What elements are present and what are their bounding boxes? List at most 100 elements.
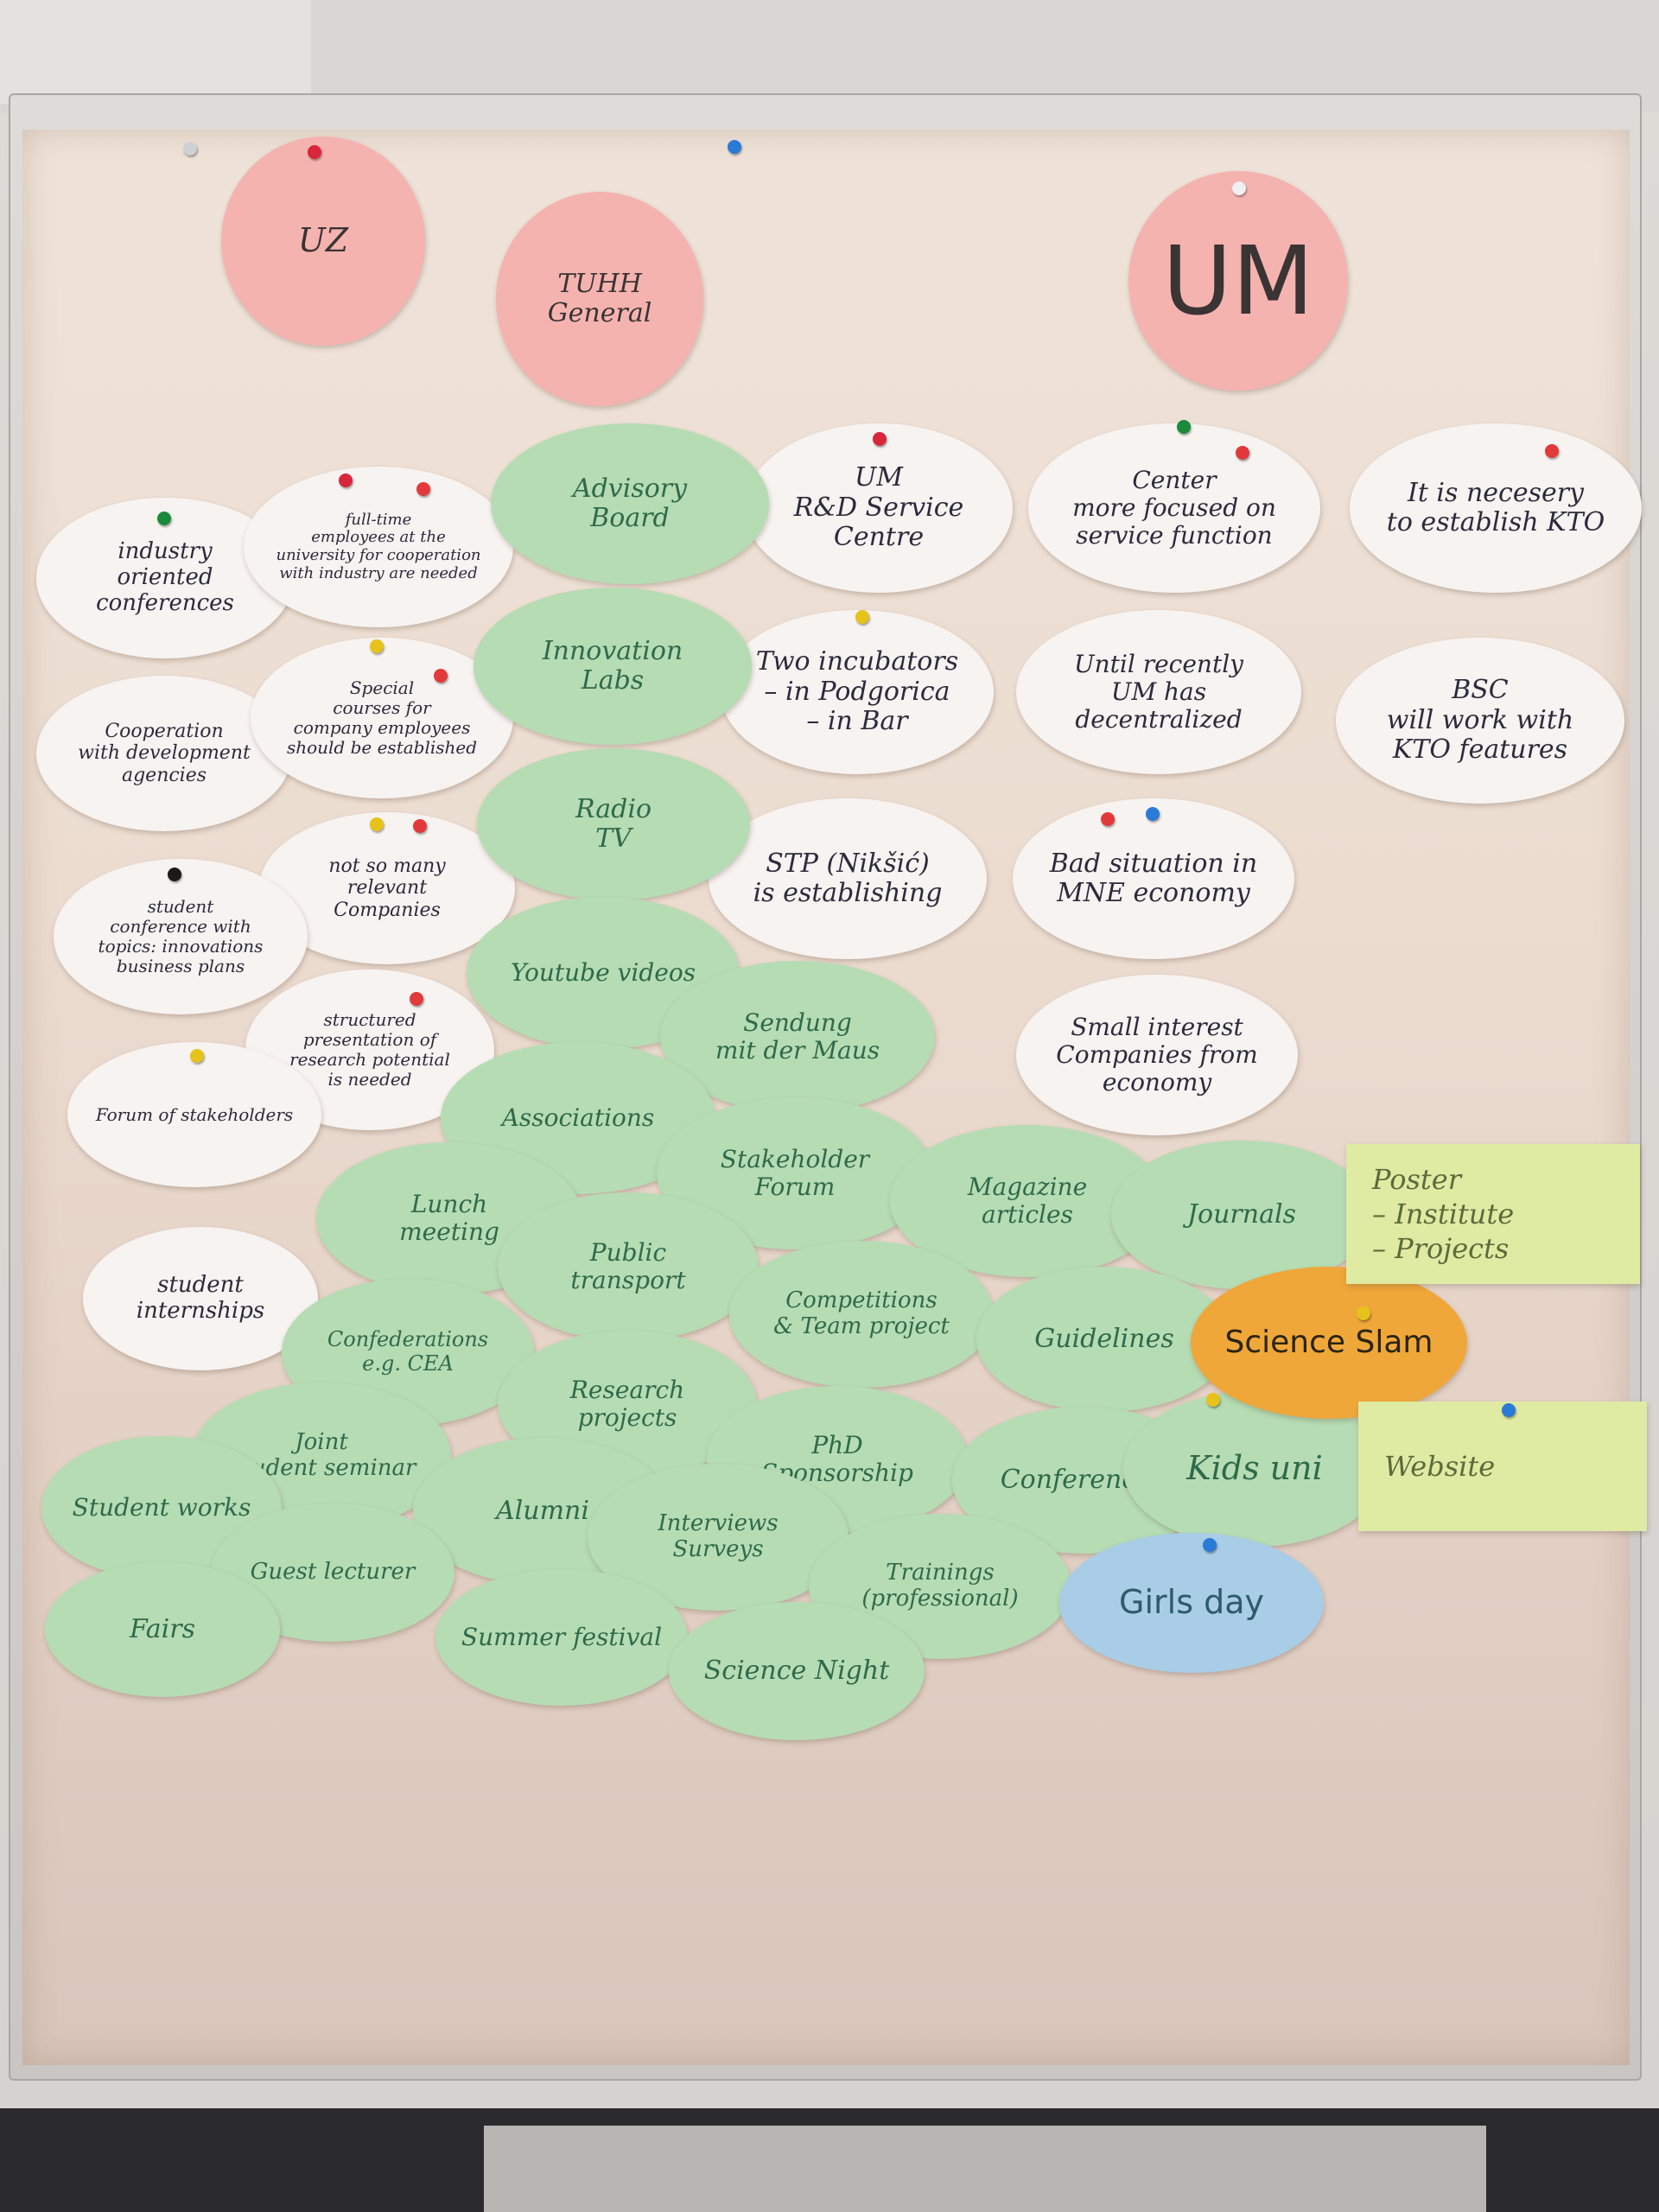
card-text: Bad situation in MNE economy <box>1049 848 1258 908</box>
card-radio-tv: Radio TV <box>477 748 750 900</box>
card-text: Special courses for company employees sh… <box>286 677 478 758</box>
pin-icon <box>413 819 427 833</box>
header-uz: UZ <box>221 137 425 346</box>
card-text: Research projects <box>569 1375 685 1432</box>
card-text: BSC will work with KTO features <box>1386 675 1574 766</box>
card-text: Girls day <box>1119 1583 1264 1622</box>
card-text: Small interest Companies from economy <box>1056 1012 1258 1097</box>
card-text: not so many relevant Companies <box>328 855 446 921</box>
card-text: Competitions & Team project <box>773 1287 950 1339</box>
card-full-time-employees: full-time employees at the university fo… <box>244 467 513 627</box>
card-student-conference: student conference with topics: innovati… <box>54 859 308 1014</box>
pin-icon <box>1101 812 1115 826</box>
pin-icon <box>339 474 353 487</box>
card-text: Forum of stakeholders <box>95 1103 294 1125</box>
pin-icon <box>183 142 197 156</box>
pin-icon <box>434 669 448 683</box>
card-text: STP (Nikšić) is establishing <box>753 848 943 908</box>
card-kids-uni: Kids uni <box>1123 1391 1386 1547</box>
card-public-transport: Public transport <box>498 1192 759 1341</box>
card-text: Summer festival <box>461 1622 663 1651</box>
pin-icon <box>168 868 181 881</box>
card-text: Sendung mit der Maus <box>715 1007 880 1065</box>
floor-reflection <box>484 2126 1486 2212</box>
card-text: Stakeholder Forum <box>720 1144 870 1201</box>
pin-icon <box>1203 1538 1217 1552</box>
header-uz-text: UZ <box>297 221 349 260</box>
card-poster: Poster – Institute – Projects <box>1346 1144 1640 1284</box>
card-girls-day: Girls day <box>1059 1533 1324 1673</box>
card-competitions: Competitions & Team project <box>729 1241 994 1388</box>
card-small-interest: Small interest Companies from economy <box>1016 975 1298 1135</box>
card-student-internships: student internships <box>83 1227 318 1370</box>
pin-icon <box>1206 1393 1220 1407</box>
card-stp: STP (Nikšić) is establishing <box>709 798 987 959</box>
card-text: structured presentation of research pote… <box>289 1009 450 1090</box>
card-text: industry oriented conferences <box>96 538 234 616</box>
card-text: Guest lecturer <box>250 1559 416 1586</box>
card-structured-presentation: structured presentation of research pote… <box>245 969 494 1130</box>
card-text: Fairs <box>130 1613 195 1644</box>
pin-icon <box>1236 446 1249 460</box>
card-text: It is necesery to establish KTO <box>1386 477 1605 537</box>
card-stakeholder-forum: Stakeholder Forum <box>657 1097 933 1249</box>
card-text: Radio TV <box>575 793 652 854</box>
card-text: Youtube videos <box>510 957 696 987</box>
card-text: Poster – Institute – Projects <box>1372 1163 1515 1265</box>
wall-panel <box>0 0 311 104</box>
pin-icon <box>190 1049 204 1063</box>
card-interviews-surveys: Interviews Surveys <box>588 1464 849 1611</box>
card-text: Science Night <box>703 1655 890 1686</box>
pin-icon <box>728 140 741 154</box>
card-incubators: Two incubators – in Podgorica – in Bar <box>721 610 994 774</box>
pin-icon <box>308 145 321 159</box>
card-text: Public transport <box>570 1237 686 1294</box>
card-center-service-function: Center more focused on service function <box>1028 423 1320 593</box>
card-bsc: BSC will work with KTO features <box>1336 638 1624 804</box>
card-guidelines: Guidelines <box>976 1267 1232 1412</box>
header-tuhh: TUHH General <box>496 192 703 406</box>
card-advisory-board: Advisory Board <box>491 423 769 584</box>
card-science-slam: Science Slam <box>1191 1267 1467 1419</box>
pin-icon <box>157 512 171 525</box>
card-text: Two incubators – in Podgorica – in Bar <box>755 646 959 737</box>
pin-icon <box>1502 1403 1516 1417</box>
card-text: Center more focused on service function <box>1072 465 1276 550</box>
card-text: Guidelines <box>1034 1323 1174 1354</box>
card-um-rd-service-centre: UM R&D Service Centre <box>745 423 1013 593</box>
card-science-night: Science Night <box>669 1602 925 1740</box>
card-journals: Journals <box>1111 1141 1372 1289</box>
pin-icon <box>410 992 423 1006</box>
card-text: Journals <box>1187 1198 1296 1230</box>
pin-icon <box>370 639 384 653</box>
card-text: Innovation Labs <box>542 635 683 696</box>
card-sendung-mit-der-maus: Sendung mit der Maus <box>660 961 935 1113</box>
card-youtube-videos: Youtube videos <box>467 897 740 1049</box>
pin-icon <box>1146 807 1160 821</box>
card-text: Alumni <box>496 1495 589 1526</box>
card-text: Advisory Board <box>572 473 688 533</box>
pin-icon <box>873 432 887 446</box>
pin-icon <box>370 817 384 831</box>
card-kto-needed: It is necesery to establish KTO <box>1350 423 1642 593</box>
header-tuhh-text: TUHH General <box>547 268 652 328</box>
card-text: Associations <box>501 1103 655 1132</box>
card-bad-situation: Bad situation in MNE economy <box>1013 798 1294 959</box>
card-cooperation-agencies: Cooperation with development agencies <box>36 676 292 831</box>
card-innovation-labs: Innovation Labs <box>474 588 752 745</box>
card-text: Kids uni <box>1186 1449 1323 1488</box>
pin-icon <box>416 482 430 496</box>
pin-icon <box>1177 420 1191 434</box>
card-text: Student works <box>72 1492 251 1522</box>
card-text: Magazine articles <box>967 1172 1088 1229</box>
pin-icon <box>855 610 869 624</box>
header-um: UM <box>1128 171 1348 391</box>
card-text: Until recently UM has decentralized <box>1074 649 1243 734</box>
pin-icon <box>1545 444 1559 458</box>
card-text: Cooperation with development agencies <box>78 721 251 786</box>
card-text: Confederations e.g. CEA <box>327 1327 489 1376</box>
pin-icon <box>1357 1306 1370 1320</box>
card-decentralized: Until recently UM has decentralized <box>1016 610 1301 774</box>
card-text: Lunch meeting <box>399 1189 499 1246</box>
card-text: Trainings (professional) <box>861 1560 1019 1611</box>
